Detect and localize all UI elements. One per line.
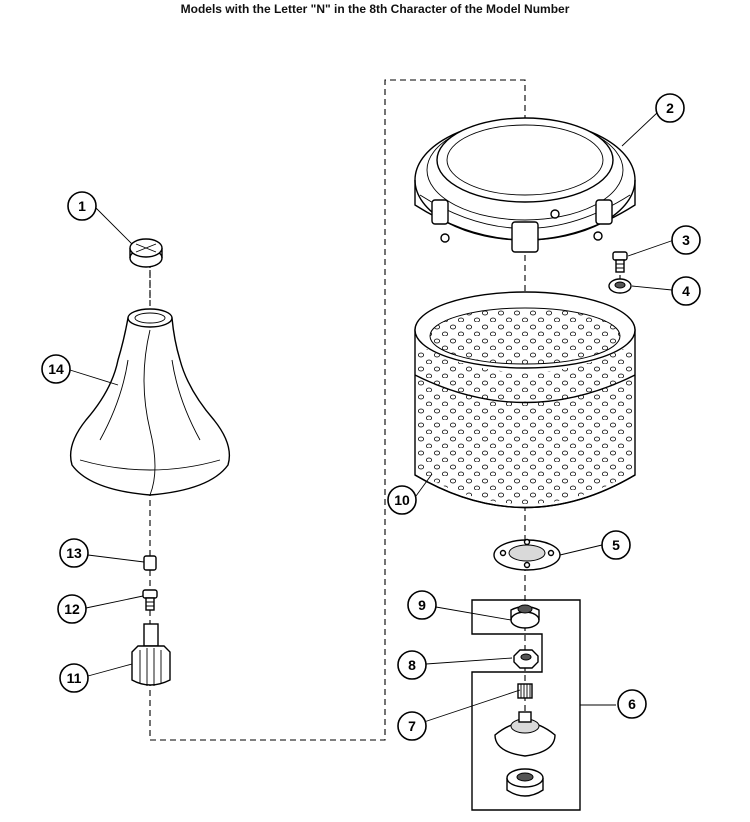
callout-12: 12 <box>57 594 87 624</box>
diagram-title: Models with the Letter "N" in the 8th Ch… <box>180 2 570 16</box>
washer-part-4 <box>608 278 632 294</box>
nut-part-8 <box>513 649 539 669</box>
flange-plate-part-5 <box>493 538 561 571</box>
nut-part-13 <box>143 555 157 571</box>
callout-1: 1 <box>67 191 97 221</box>
svg-text:3: 3 <box>682 232 690 248</box>
callout-4: 4 <box>671 276 701 306</box>
svg-text:11: 11 <box>67 670 82 686</box>
callout-7: 7 <box>397 711 427 741</box>
svg-text:12: 12 <box>64 601 80 617</box>
svg-text:4: 4 <box>682 283 690 299</box>
callout-3: 3 <box>671 225 701 255</box>
svg-text:2: 2 <box>666 100 674 116</box>
callout-13: 13 <box>59 538 89 568</box>
callout-10: 10 <box>387 485 417 515</box>
bearing-bottom <box>506 768 544 797</box>
callout-11: 11 <box>59 663 89 693</box>
svg-text:7: 7 <box>408 718 416 734</box>
svg-text:10: 10 <box>394 492 410 508</box>
bolt-part-12 <box>142 589 158 611</box>
drive-block-part-11 <box>131 623 171 686</box>
kit-bracket-part-6 <box>471 599 581 811</box>
svg-text:6: 6 <box>628 696 636 712</box>
callout-2: 2 <box>655 93 685 123</box>
callout-14: 14 <box>41 354 71 384</box>
perforated-basket <box>414 291 636 509</box>
outer-tub-ring <box>414 117 636 253</box>
screw-part-3 <box>612 251 628 273</box>
svg-text:14: 14 <box>48 361 64 377</box>
svg-text:8: 8 <box>408 657 416 673</box>
callout-9: 9 <box>407 590 437 620</box>
svg-text:9: 9 <box>418 597 426 613</box>
svg-text:13: 13 <box>66 545 82 561</box>
agitator-part-14 <box>69 308 231 496</box>
callout-6: 6 <box>617 689 647 719</box>
callout-8: 8 <box>397 650 427 680</box>
leader-lines <box>69 111 675 723</box>
callout-5: 5 <box>601 530 631 560</box>
cap-part-1 <box>129 238 163 268</box>
spline-hub-part-7 <box>494 683 556 757</box>
svg-text:5: 5 <box>612 537 620 553</box>
seal-part-9 <box>510 604 540 629</box>
svg-text:1: 1 <box>78 198 86 214</box>
